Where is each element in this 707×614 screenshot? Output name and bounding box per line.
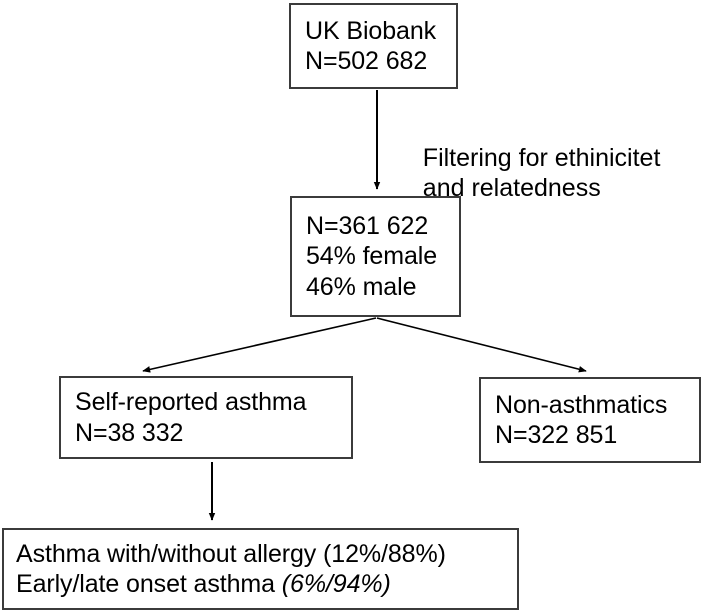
- node-asthma-subtypes-line-2-italic: (6%/94%): [281, 570, 391, 598]
- node-asthma-subtypes: Asthma with/without allergy (12%/88%) Ea…: [2, 528, 519, 610]
- arrow-filtered-to-self-reported-asthma: [142, 317, 377, 373]
- node-asthma-subtypes-line-2: Early/late onset asthma (6%/94%): [4, 569, 517, 600]
- node-filtered-cohort-line-3: 46% male: [306, 272, 417, 301]
- edge-label-filtering-line-1: Filtering for ethinicitet: [422, 143, 661, 172]
- node-uk-biobank-line-1: UK Biobank: [305, 16, 437, 45]
- node-non-asthmatics: Non-asthmatics N=322 851: [479, 377, 701, 463]
- node-uk-biobank: UK Biobank N=502 682: [289, 3, 458, 89]
- node-filtered-cohort-line-2: 54% female: [306, 242, 438, 271]
- node-asthma-subtypes-line-1: Asthma with/without allergy (12%/88%): [16, 539, 446, 568]
- node-filtered-cohort: N=361 622 54% female 46% male: [290, 196, 461, 317]
- node-asthma-subtypes-line-2-plain: Early/late onset asthma: [16, 570, 282, 598]
- node-self-reported-asthma: Self-reported asthma N=38 332: [59, 376, 353, 459]
- node-non-asthmatics-line-2: N=322 851: [495, 421, 618, 449]
- node-self-reported-asthma-line-2: N=38 332: [75, 418, 184, 447]
- node-non-asthmatics-line-1: Non-asthmatics: [495, 390, 668, 419]
- node-self-reported-asthma-line-1: Self-reported asthma: [75, 388, 307, 416]
- node-uk-biobank-line-2: N=502 682: [305, 47, 428, 75]
- node-filtered-cohort-line-1: N=361 622: [306, 211, 429, 240]
- arrow-filtered-to-non-asthmatics: [376, 317, 587, 373]
